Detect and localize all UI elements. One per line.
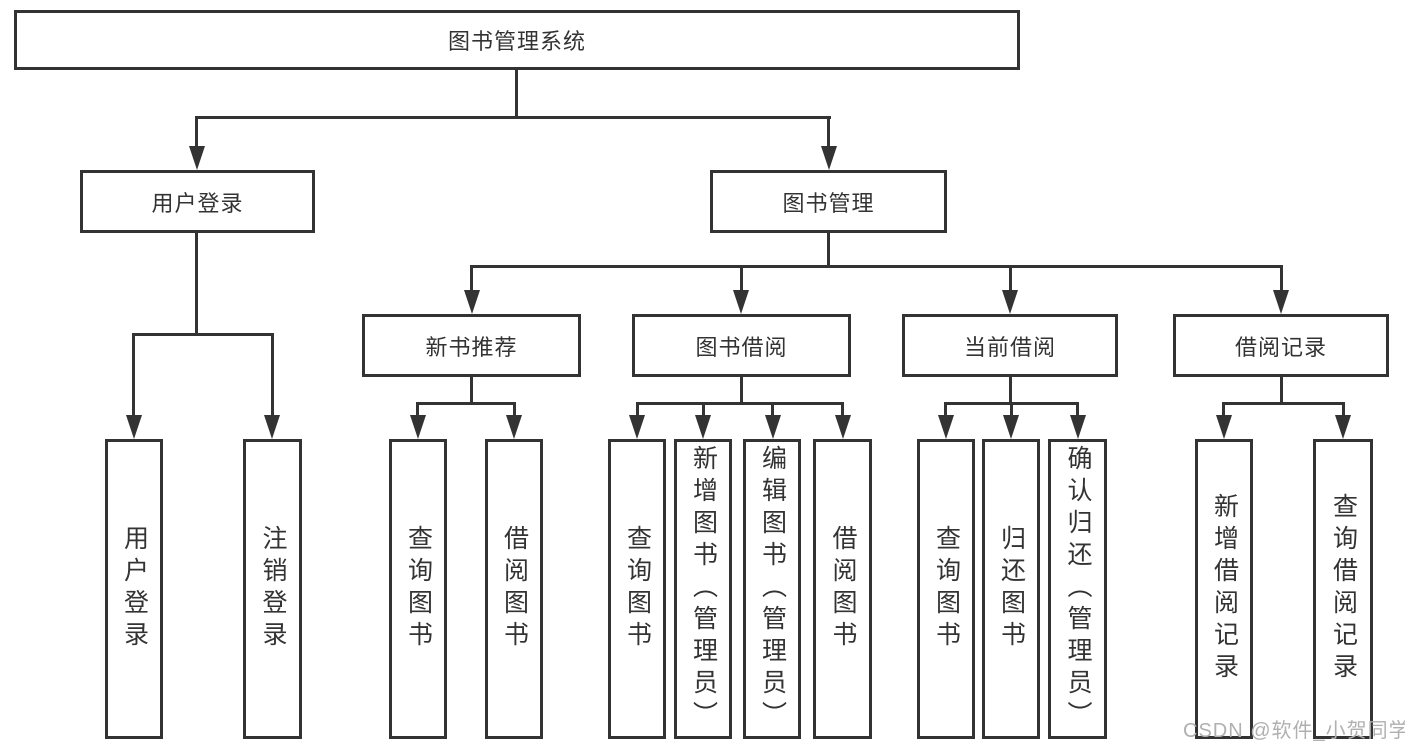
leaf-label: 用户登录 xyxy=(120,525,149,653)
leaf-query-books-recommend: 查询图书 xyxy=(389,439,447,739)
leaf-label: 查询图书 xyxy=(932,525,961,653)
connector-line xyxy=(827,233,830,268)
arrow-down-icon xyxy=(264,415,280,439)
leaf-label: 查询图书 xyxy=(404,525,433,653)
leaf-label: 借阅图书 xyxy=(500,525,529,653)
connector-line xyxy=(416,402,419,416)
arrow-down-icon xyxy=(1002,290,1018,314)
node-book-borrowing: 图书借阅 xyxy=(632,314,851,377)
arrow-down-icon xyxy=(410,415,426,439)
leaf-borrow-books-recommend: 借阅图书 xyxy=(485,439,543,739)
leaf-edit-book-admin: 编辑图书（管理员） xyxy=(743,439,801,739)
connector-line xyxy=(636,402,844,405)
node-new-book-recommendation: 新书推荐 xyxy=(362,314,581,377)
node-current-borrowing: 当前借阅 xyxy=(902,314,1118,377)
connector-line xyxy=(1280,377,1283,404)
connector-line xyxy=(944,402,947,416)
leaf-query-books-borrow: 查询图书 xyxy=(608,439,666,739)
connector-line xyxy=(132,333,135,416)
connector-line xyxy=(771,402,774,416)
connector-line xyxy=(827,116,830,147)
node-borrowing-records: 借阅记录 xyxy=(1173,314,1389,377)
arrow-down-icon xyxy=(1070,415,1086,439)
connector-line xyxy=(271,333,274,416)
leaf-borrow-books-borrow: 借阅图书 xyxy=(813,439,872,739)
node-library-management-system: 图书管理系统 xyxy=(14,10,1020,70)
leaf-label: 新增借阅记录 xyxy=(1210,493,1239,685)
node-label: 当前借阅 xyxy=(963,334,1056,360)
arrow-down-icon xyxy=(1273,290,1289,314)
leaf-add-borrow-record: 新增借阅记录 xyxy=(1195,439,1253,739)
connector-line xyxy=(1010,402,1013,416)
node-label: 用户登录 xyxy=(151,190,244,216)
connector-line xyxy=(513,402,516,416)
node-label: 图书管理系统 xyxy=(447,29,586,54)
arrow-down-icon xyxy=(1335,415,1351,439)
arrow-down-icon xyxy=(1216,415,1232,439)
leaf-label: 确认归还（管理员） xyxy=(1064,445,1092,733)
leaf-confirm-return-admin: 确认归还（管理员） xyxy=(1048,439,1107,739)
connector-line xyxy=(132,333,274,336)
leaf-query-books-current: 查询图书 xyxy=(917,439,975,739)
leaf-label: 查询图书 xyxy=(623,525,652,653)
leaf-label: 借阅图书 xyxy=(829,525,857,653)
leaf-return-book: 归还图书 xyxy=(982,439,1040,739)
arrow-down-icon xyxy=(126,415,142,439)
connector-line xyxy=(1280,265,1283,291)
connector-line xyxy=(416,402,516,405)
node-label: 新书推荐 xyxy=(425,334,518,360)
connector-line xyxy=(1009,265,1012,291)
connector-line xyxy=(470,265,473,291)
arrow-down-icon xyxy=(506,415,522,439)
connector-line xyxy=(1009,377,1012,404)
connector-line xyxy=(470,377,473,404)
leaf-user-login: 用户登录 xyxy=(105,439,163,739)
connector-line xyxy=(195,116,831,119)
connector-line xyxy=(470,265,1282,268)
leaf-label: 注销登录 xyxy=(259,525,287,653)
connector-line xyxy=(740,265,743,291)
connector-line xyxy=(1222,402,1225,416)
connector-line xyxy=(515,68,518,118)
leaf-label: 新增图书（管理员） xyxy=(689,445,718,733)
leaf-label: 归还图书 xyxy=(997,525,1026,653)
node-label: 图书管理 xyxy=(782,190,875,216)
leaf-label: 编辑图书（管理员） xyxy=(758,445,787,733)
leaf-logout: 注销登录 xyxy=(243,439,302,739)
connector-line xyxy=(1076,402,1079,416)
arrow-down-icon xyxy=(765,415,781,439)
leaf-label: 查询借阅记录 xyxy=(1329,493,1358,685)
arrow-down-icon xyxy=(733,290,749,314)
connector-line xyxy=(702,402,705,416)
arrow-down-icon xyxy=(1003,415,1019,439)
connector-line xyxy=(1342,402,1345,416)
arrow-down-icon xyxy=(464,290,480,314)
arrow-down-icon xyxy=(835,415,851,439)
connector-line xyxy=(636,402,639,416)
leaf-add-book-admin: 新增图书（管理员） xyxy=(674,439,732,739)
arrow-down-icon xyxy=(695,415,711,439)
leaf-query-borrow-record: 查询借阅记录 xyxy=(1313,439,1373,739)
arrow-down-icon xyxy=(938,415,954,439)
arrow-down-icon xyxy=(629,415,645,439)
arrow-down-icon xyxy=(821,146,837,170)
connector-line xyxy=(1222,402,1344,405)
node-label: 借阅记录 xyxy=(1234,334,1327,360)
node-label: 图书借阅 xyxy=(695,334,788,360)
watermark: CSDN @软件_小贺同学 xyxy=(1183,720,1405,742)
connector-line xyxy=(195,233,198,335)
connector-line xyxy=(740,377,743,404)
connector-line xyxy=(841,402,844,416)
arrow-down-icon xyxy=(189,146,205,170)
node-book-management: 图书管理 xyxy=(710,170,947,233)
connector-line xyxy=(195,116,198,147)
node-user-login: 用户登录 xyxy=(80,170,315,233)
